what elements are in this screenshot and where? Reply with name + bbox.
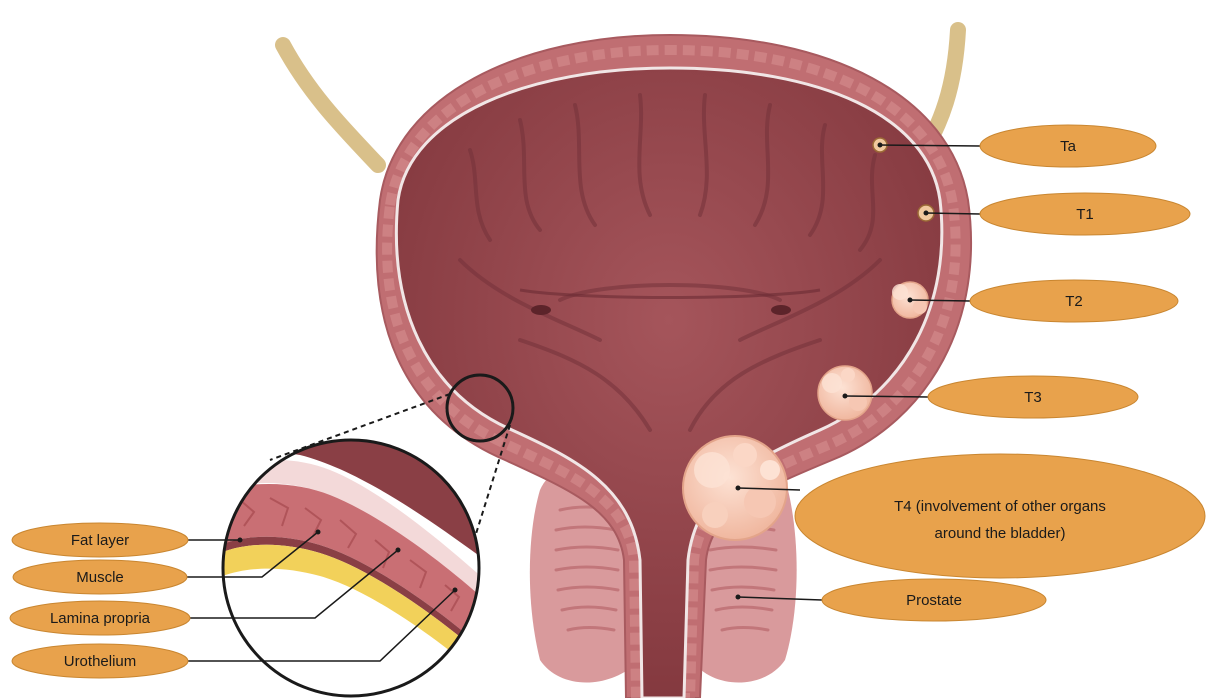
- label-t2-text: T2: [1065, 293, 1083, 310]
- label-ta-text: Ta: [1060, 138, 1077, 155]
- label-t3-text: T3: [1024, 389, 1042, 406]
- label-muscle: Muscle: [13, 560, 187, 594]
- label-lamina-propria-text: Lamina propria: [50, 610, 151, 627]
- label-t3: T3: [928, 376, 1138, 418]
- label-t1-text: T1: [1076, 206, 1094, 223]
- left-ureter: [283, 45, 378, 165]
- label-prostate-text: Prostate: [906, 592, 962, 609]
- tumor-t3: [818, 366, 872, 420]
- label-ta: Ta: [980, 125, 1156, 167]
- label-fat-layer-text: Fat layer: [71, 532, 129, 549]
- label-t2: T2: [970, 280, 1178, 322]
- label-urothelium: Urothelium: [12, 644, 188, 678]
- tumor-t4: [683, 436, 787, 540]
- label-fat-layer: Fat layer: [12, 523, 188, 557]
- left-ureteric-orifice: [531, 305, 551, 315]
- label-lamina-propria: Lamina propria: [10, 601, 190, 635]
- label-urothelium-text: Urothelium: [64, 653, 137, 670]
- label-muscle-text: Muscle: [76, 569, 124, 586]
- label-t4: T4 (involvement of other organs around t…: [795, 454, 1205, 578]
- label-prostate: Prostate: [822, 579, 1046, 621]
- right-ureteric-orifice: [771, 305, 791, 315]
- label-t4-text-line1: T4 (involvement of other organs: [894, 498, 1106, 515]
- label-t4-text-line2: around the bladder): [935, 525, 1066, 542]
- label-t1: T1: [980, 193, 1190, 235]
